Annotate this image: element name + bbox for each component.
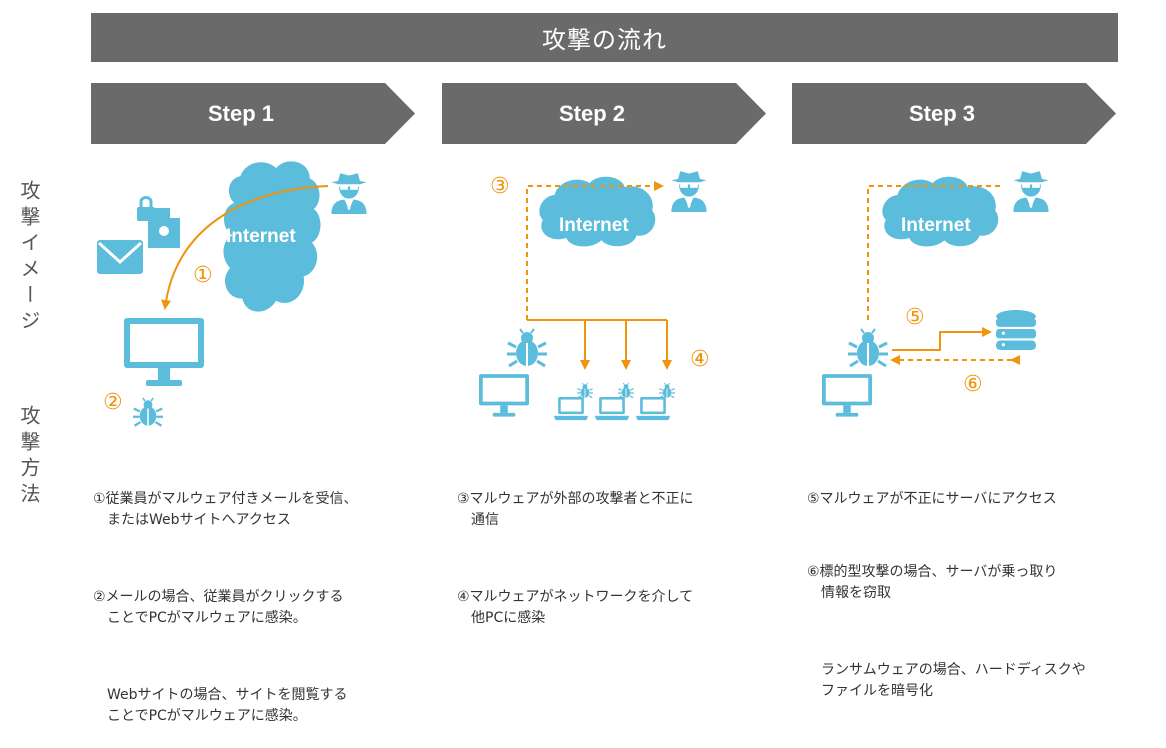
malware-bug-icon xyxy=(577,383,593,399)
pc-icon xyxy=(124,318,204,386)
step-3-label: Step 3 xyxy=(908,100,976,126)
marker-4: ④ xyxy=(690,347,710,372)
malware-bug-icon xyxy=(507,328,547,368)
infected-file-icon xyxy=(148,208,180,248)
desc-1-3: Webサイトの場合、サイトを閲覧する ことでPCがマルウェアに感染。 xyxy=(106,687,348,724)
mail-icon xyxy=(97,240,143,274)
malware-bug-icon xyxy=(848,328,888,368)
side-label-image: 攻撃イメージ xyxy=(17,180,41,336)
step3-diagram: Internet ⑤ ⑥ xyxy=(822,171,1049,417)
malware-bug-icon xyxy=(133,397,163,427)
desc-3-3: ランサムウェアの場合、ハードディスクや ファイルを暗号化 xyxy=(820,662,1086,699)
arrow-1 xyxy=(161,185,329,310)
desc-2-1: ③マルウェアが外部の攻撃者と不正に 通信 xyxy=(457,491,694,528)
internet-label: Internet xyxy=(559,215,629,236)
internet-label: Internet xyxy=(901,215,971,236)
attacker-icon xyxy=(1013,171,1049,212)
marker-5: ⑤ xyxy=(905,305,925,330)
internet-label: Internet xyxy=(226,226,296,247)
malware-bug-icon xyxy=(618,383,634,399)
server-icon xyxy=(996,310,1036,350)
desc-2-2: ④マルウェアがネットワークを介して 他PCに感染 xyxy=(457,589,694,626)
pc-icon xyxy=(479,374,529,417)
side-label-method: 攻撃方法 xyxy=(17,405,41,509)
marker-3: ③ xyxy=(490,174,510,199)
desc-3-1: ⑤マルウェアが不正にサーバにアクセス xyxy=(807,491,1057,507)
desc-3-2: ⑥標的型攻撃の場合、サーバが乗っ取り 情報を窃取 xyxy=(807,564,1058,601)
desc-1-1: ①従業員がマルウェア付きメールを受信、 またはWebサイトへアクセス xyxy=(93,491,358,528)
marker-6: ⑥ xyxy=(963,372,983,397)
lock-icon xyxy=(137,196,155,221)
step1-diagram: Internet ① ② xyxy=(97,161,367,427)
laptop-icon xyxy=(553,397,589,421)
marker-2: ② xyxy=(103,390,123,415)
step2-diagram: Internet ③ ④ xyxy=(479,171,710,421)
pc-icon xyxy=(822,374,872,417)
attacker-icon xyxy=(331,173,367,214)
step1-description: ①従業員がマルウェア付きメールを受信、 またはWebサイトへアクセス ②メールの… xyxy=(93,447,358,748)
step3-description: ⑤マルウェアが不正にサーバにアクセス ⑥標的型攻撃の場合、サーバが乗っ取り 情報… xyxy=(807,447,1086,723)
attack-diagram: Internet ① ② Internet ③ ④ xyxy=(97,161,1049,427)
flow-title-bar: 攻撃の流れ xyxy=(91,13,1118,62)
desc-1-2: ②メールの場合、従業員がクリックする ことでPCがマルウェアに感染。 xyxy=(93,589,344,626)
step-2-label: Step 2 xyxy=(558,100,626,126)
laptop-icon xyxy=(594,397,630,421)
arrow-5 xyxy=(892,327,992,351)
step2-description: ③マルウェアが外部の攻撃者と不正に 通信 ④マルウェアがネットワークを介して 他… xyxy=(457,447,694,650)
step-1-label: Step 1 xyxy=(207,100,275,126)
laptop-icon xyxy=(635,397,671,421)
attacker-icon xyxy=(671,171,707,212)
marker-1: ① xyxy=(193,263,213,288)
malware-bug-icon xyxy=(659,383,675,399)
flow-title: 攻撃の流れ xyxy=(542,26,667,54)
